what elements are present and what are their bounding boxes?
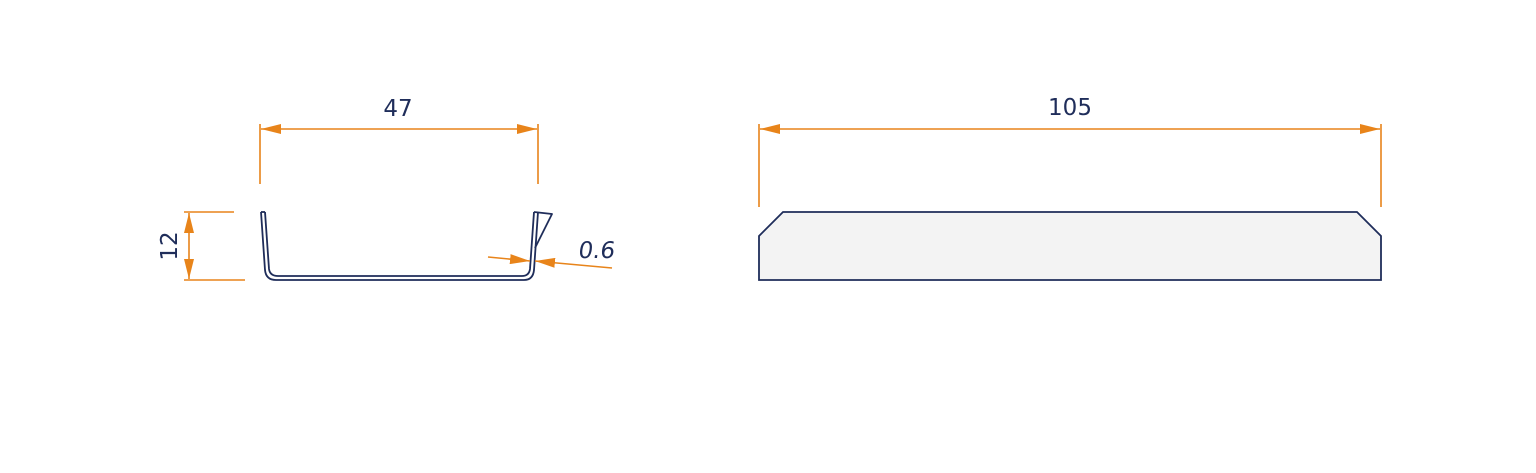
thickness-leader-left [487,254,531,265]
width-dimension: 47 [259,96,539,184]
height-label: 12 [157,231,183,260]
length-label: 105 [1048,95,1092,121]
length-dimension: 105 [758,95,1382,207]
height-dimension: 12 [157,211,245,281]
thickness-label: 0.6 [577,238,617,264]
side-view: 105 [758,95,1382,281]
channel-lip-flange [533,211,553,249]
cross-section-view: 47 12 0.6 [157,96,617,281]
channel-outer-outline [260,211,539,281]
width-label: 47 [383,96,412,122]
channel-inner-outline [264,211,535,277]
side-profile-body [758,211,1382,281]
thickness-dimension: 0.6 [487,238,617,269]
thickness-leader-right [534,257,613,269]
channel-profile [260,211,553,281]
